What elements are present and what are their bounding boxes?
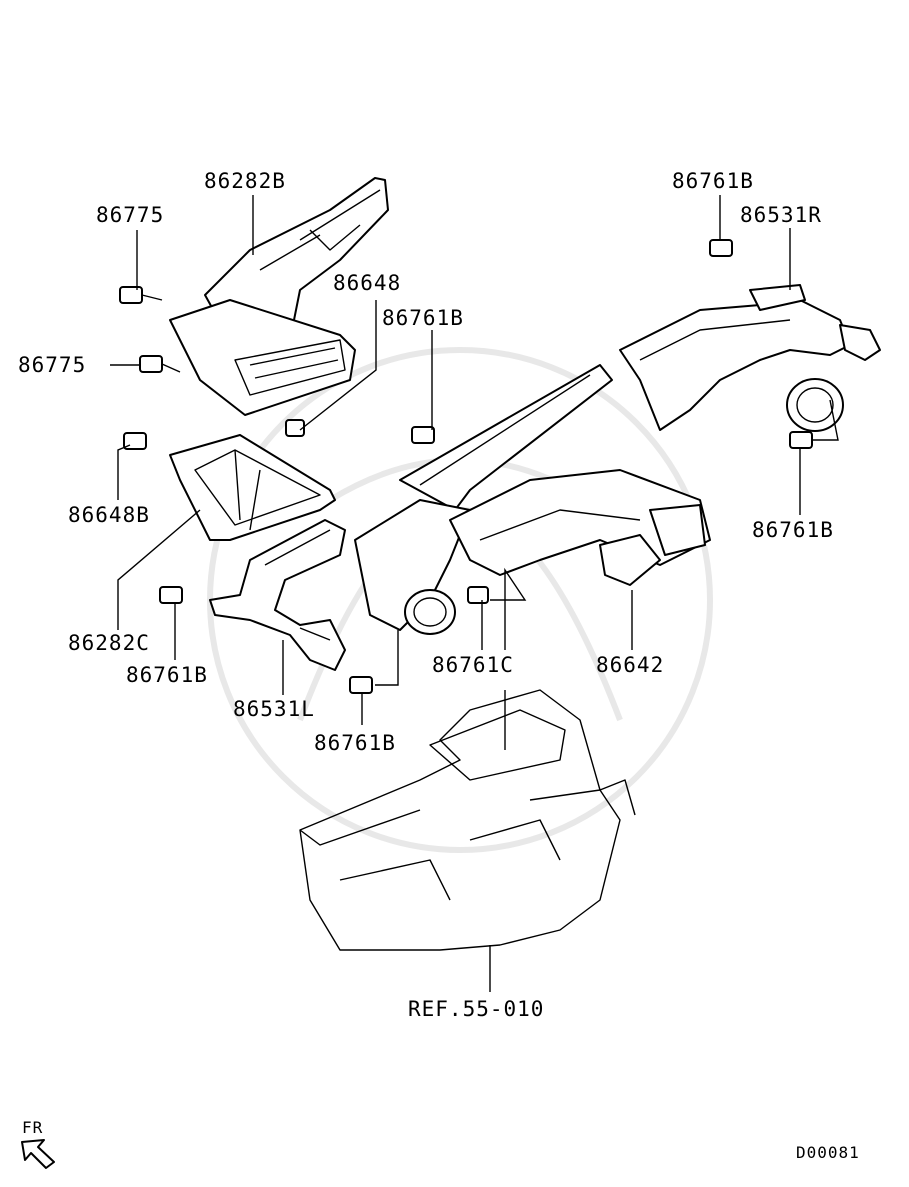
bolt-86775-upper <box>119 286 163 304</box>
diagram-code: D00081 <box>796 1143 860 1162</box>
label-86642: 86642 <box>596 653 664 677</box>
label-86531L: 86531L <box>233 697 315 721</box>
front-direction-indicator: FR <box>21 1118 55 1169</box>
label-86761B-center: 86761B <box>382 306 464 330</box>
bracket-part <box>169 434 336 541</box>
left-side-duct-part <box>209 519 346 671</box>
label-86648B: 86648B <box>68 503 150 527</box>
upper-vent-duct-part <box>169 177 389 416</box>
clip-86761B-bottom <box>349 676 373 694</box>
clip-86761B-right <box>789 431 813 449</box>
label-86775-upper: 86775 <box>96 203 164 227</box>
clip-86761C <box>467 586 489 604</box>
clip-86761B-top <box>709 239 733 257</box>
label-86531R: 86531R <box>740 203 822 227</box>
label-86761B-right: 86761B <box>752 518 834 542</box>
label-ref-55-010: REF.55-010 <box>408 997 544 1021</box>
label-86761C: 86761C <box>432 653 514 677</box>
label-86775-lower: 86775 <box>18 353 86 377</box>
clip-86648 <box>285 419 305 437</box>
leader-lines <box>110 195 839 992</box>
bolt-86775-lower <box>139 355 181 373</box>
label-86761B-bottom: 86761B <box>314 731 396 755</box>
label-86282B: 86282B <box>204 169 286 193</box>
label-86648: 86648 <box>333 271 401 295</box>
label-86761B-left: 86761B <box>126 663 208 687</box>
center-main-duct-part <box>354 364 711 635</box>
clip-86761B-center <box>411 426 435 444</box>
fr-label: FR <box>22 1118 43 1137</box>
label-86761B-top: 86761B <box>672 169 754 193</box>
front-arrow-icon <box>21 1139 55 1169</box>
label-86282C: 86282C <box>68 631 150 655</box>
fastener-set <box>119 239 813 694</box>
clip-86761B-left <box>159 586 183 604</box>
right-side-duct-part <box>619 284 881 432</box>
